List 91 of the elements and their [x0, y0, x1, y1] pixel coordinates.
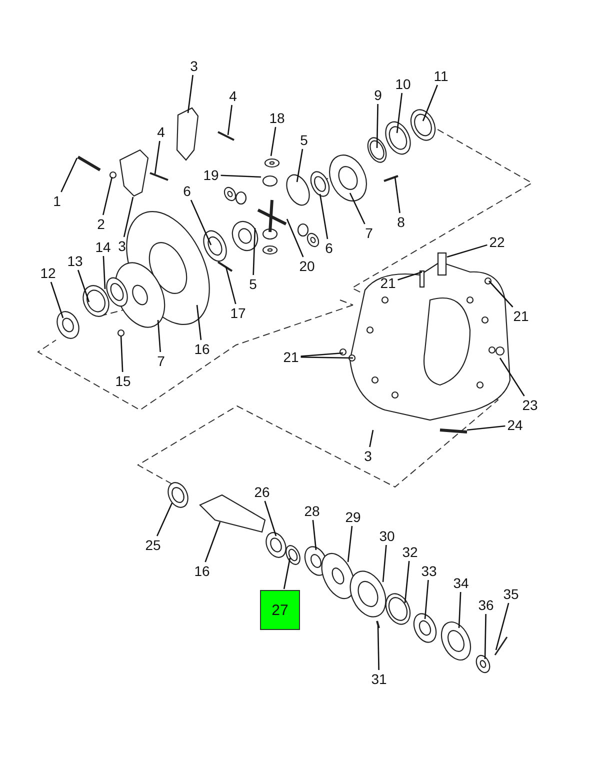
callout-number: 4 [156, 124, 166, 140]
callout-number: 35 [502, 586, 520, 602]
leader-line [312, 520, 317, 550]
leader-line [446, 244, 488, 258]
callout-number: 5 [299, 132, 309, 148]
callout-number: 12 [39, 265, 57, 281]
callout-number: 6 [324, 240, 334, 256]
leader-line [458, 592, 462, 628]
leader-line [123, 196, 134, 238]
callout-number: 33 [420, 563, 438, 579]
callout-number: 17 [229, 305, 247, 321]
callout-number: 21 [512, 308, 530, 324]
callout-number: 5 [248, 276, 258, 292]
leader-line [488, 280, 514, 308]
callout-number: 34 [452, 575, 470, 591]
leader-line [466, 425, 506, 431]
callout-number: 6 [182, 183, 192, 199]
leader-line [220, 174, 262, 178]
callout-number: 16 [193, 563, 211, 579]
leader-line [376, 104, 378, 148]
leader-line [252, 228, 256, 276]
leader-line [283, 558, 291, 590]
callout-number: 15 [114, 373, 132, 389]
leader-line [225, 266, 236, 304]
callout-number: 20 [298, 258, 316, 274]
leader-line [102, 176, 113, 216]
leader-line [264, 500, 277, 536]
leader-line [120, 336, 124, 372]
leader-line [349, 192, 366, 224]
callout-number: 1 [52, 193, 62, 209]
callout-number: 22 [488, 234, 506, 250]
callout-number: 14 [94, 239, 112, 255]
leader-line [369, 430, 374, 448]
leader-line [227, 104, 232, 136]
leader-line [187, 74, 194, 114]
callout-number: 30 [378, 528, 396, 544]
callout-number: 3 [189, 58, 199, 74]
leader-line [499, 358, 525, 396]
leader-line [484, 614, 486, 660]
callout-number: 25 [144, 537, 162, 553]
callout-number: 2 [96, 216, 106, 232]
callout-number: 29 [344, 509, 362, 525]
callout-number: 11 [432, 68, 450, 84]
callout-number: 13 [66, 253, 84, 269]
leader-line [495, 602, 510, 650]
leader-line [156, 502, 173, 536]
callout-number: 10 [394, 76, 412, 92]
callout-number: 23 [521, 397, 539, 413]
callout-number: 9 [373, 87, 383, 103]
leader-line [382, 544, 387, 582]
leader-line [196, 304, 202, 340]
callout-number: 26 [253, 484, 271, 500]
leader-line [398, 271, 422, 280]
leader-line [300, 352, 344, 357]
leader-line [204, 522, 221, 562]
callout-number: 4 [228, 88, 238, 104]
leader-line [424, 580, 429, 620]
leader-line [396, 92, 403, 134]
callout-number: 32 [401, 544, 419, 560]
callout-number: 21 [379, 275, 397, 291]
leader-line [60, 158, 78, 192]
leader-line [300, 356, 354, 359]
callout-number: 21 [282, 349, 300, 365]
leader-line [102, 256, 106, 290]
leader-line [157, 320, 161, 352]
leader-line [286, 218, 304, 258]
leader-line [394, 176, 400, 214]
callout-number: 27 [260, 590, 300, 630]
leader-line [319, 194, 328, 240]
leader-line [296, 148, 304, 182]
leader-line [154, 140, 160, 174]
callout-number: 36 [477, 597, 495, 613]
callout-number: 7 [156, 353, 166, 369]
callout-number: 28 [303, 503, 321, 519]
callout-number: 18 [268, 110, 286, 126]
leader-line [190, 200, 212, 246]
leader-line [270, 126, 276, 156]
leader-line [377, 626, 380, 670]
callout-number: 8 [396, 214, 406, 230]
leader-line [77, 270, 90, 302]
callout-number: 3 [363, 448, 373, 464]
callout-number: 19 [202, 167, 220, 183]
leader-line [50, 282, 64, 318]
leader-line [347, 526, 353, 562]
callout-number: 16 [193, 341, 211, 357]
leader-line [404, 560, 410, 604]
callout-number: 7 [364, 225, 374, 241]
callout-number: 31 [370, 671, 388, 687]
leader-line [422, 84, 438, 122]
callout-number: 24 [506, 417, 524, 433]
callout-number: 3 [117, 238, 127, 254]
